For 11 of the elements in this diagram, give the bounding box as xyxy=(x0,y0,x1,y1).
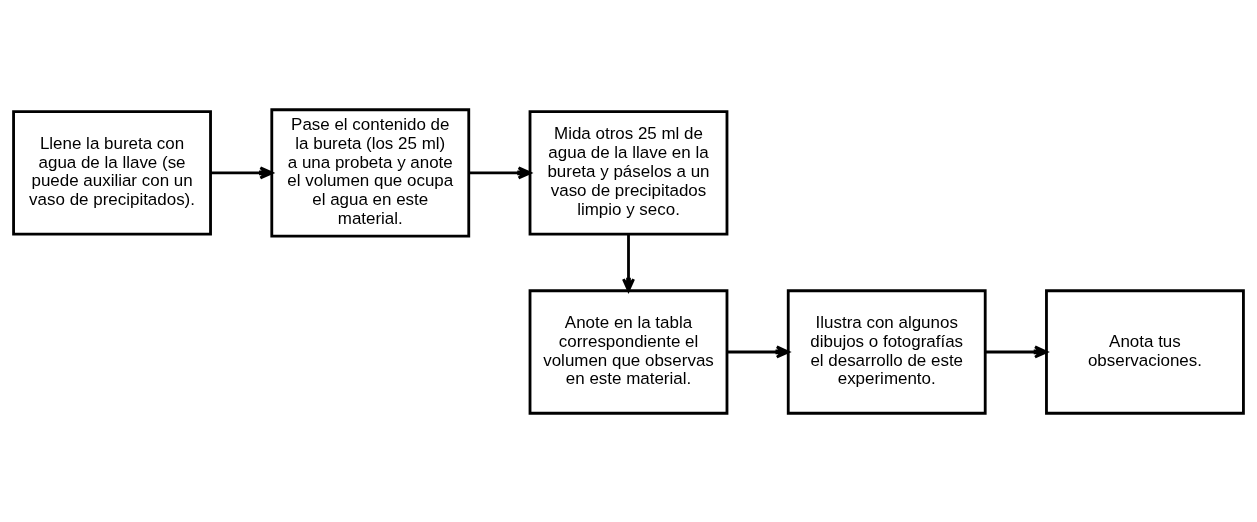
node-box: Anota tus observaciones. xyxy=(1045,288,1245,415)
arrow xyxy=(468,165,532,179)
node-box: Ilustra con algunos dibujos o fotografías el desarrollo de este experimento. xyxy=(786,288,987,415)
arrow xyxy=(622,233,635,292)
node-box: Llene la bureta con agua de la llave (se puede auxiliar con un vaso de precipitados). xyxy=(12,109,212,236)
arrow xyxy=(727,344,790,358)
node-box: Mida otros 25 ml de agua de la llave en la bureta y páselos a un vaso de precipitados limpio y seco. xyxy=(528,109,729,236)
node-box: Anote en la tabla correspondiente el volumen que observas en este material. xyxy=(528,288,729,415)
arrow xyxy=(210,165,274,179)
arrow xyxy=(985,344,1048,358)
node-box: Pase el contenido de la bureta (los 25 ml) a una probeta y anote el volumen que ocupa el agua en este material. xyxy=(270,107,471,237)
